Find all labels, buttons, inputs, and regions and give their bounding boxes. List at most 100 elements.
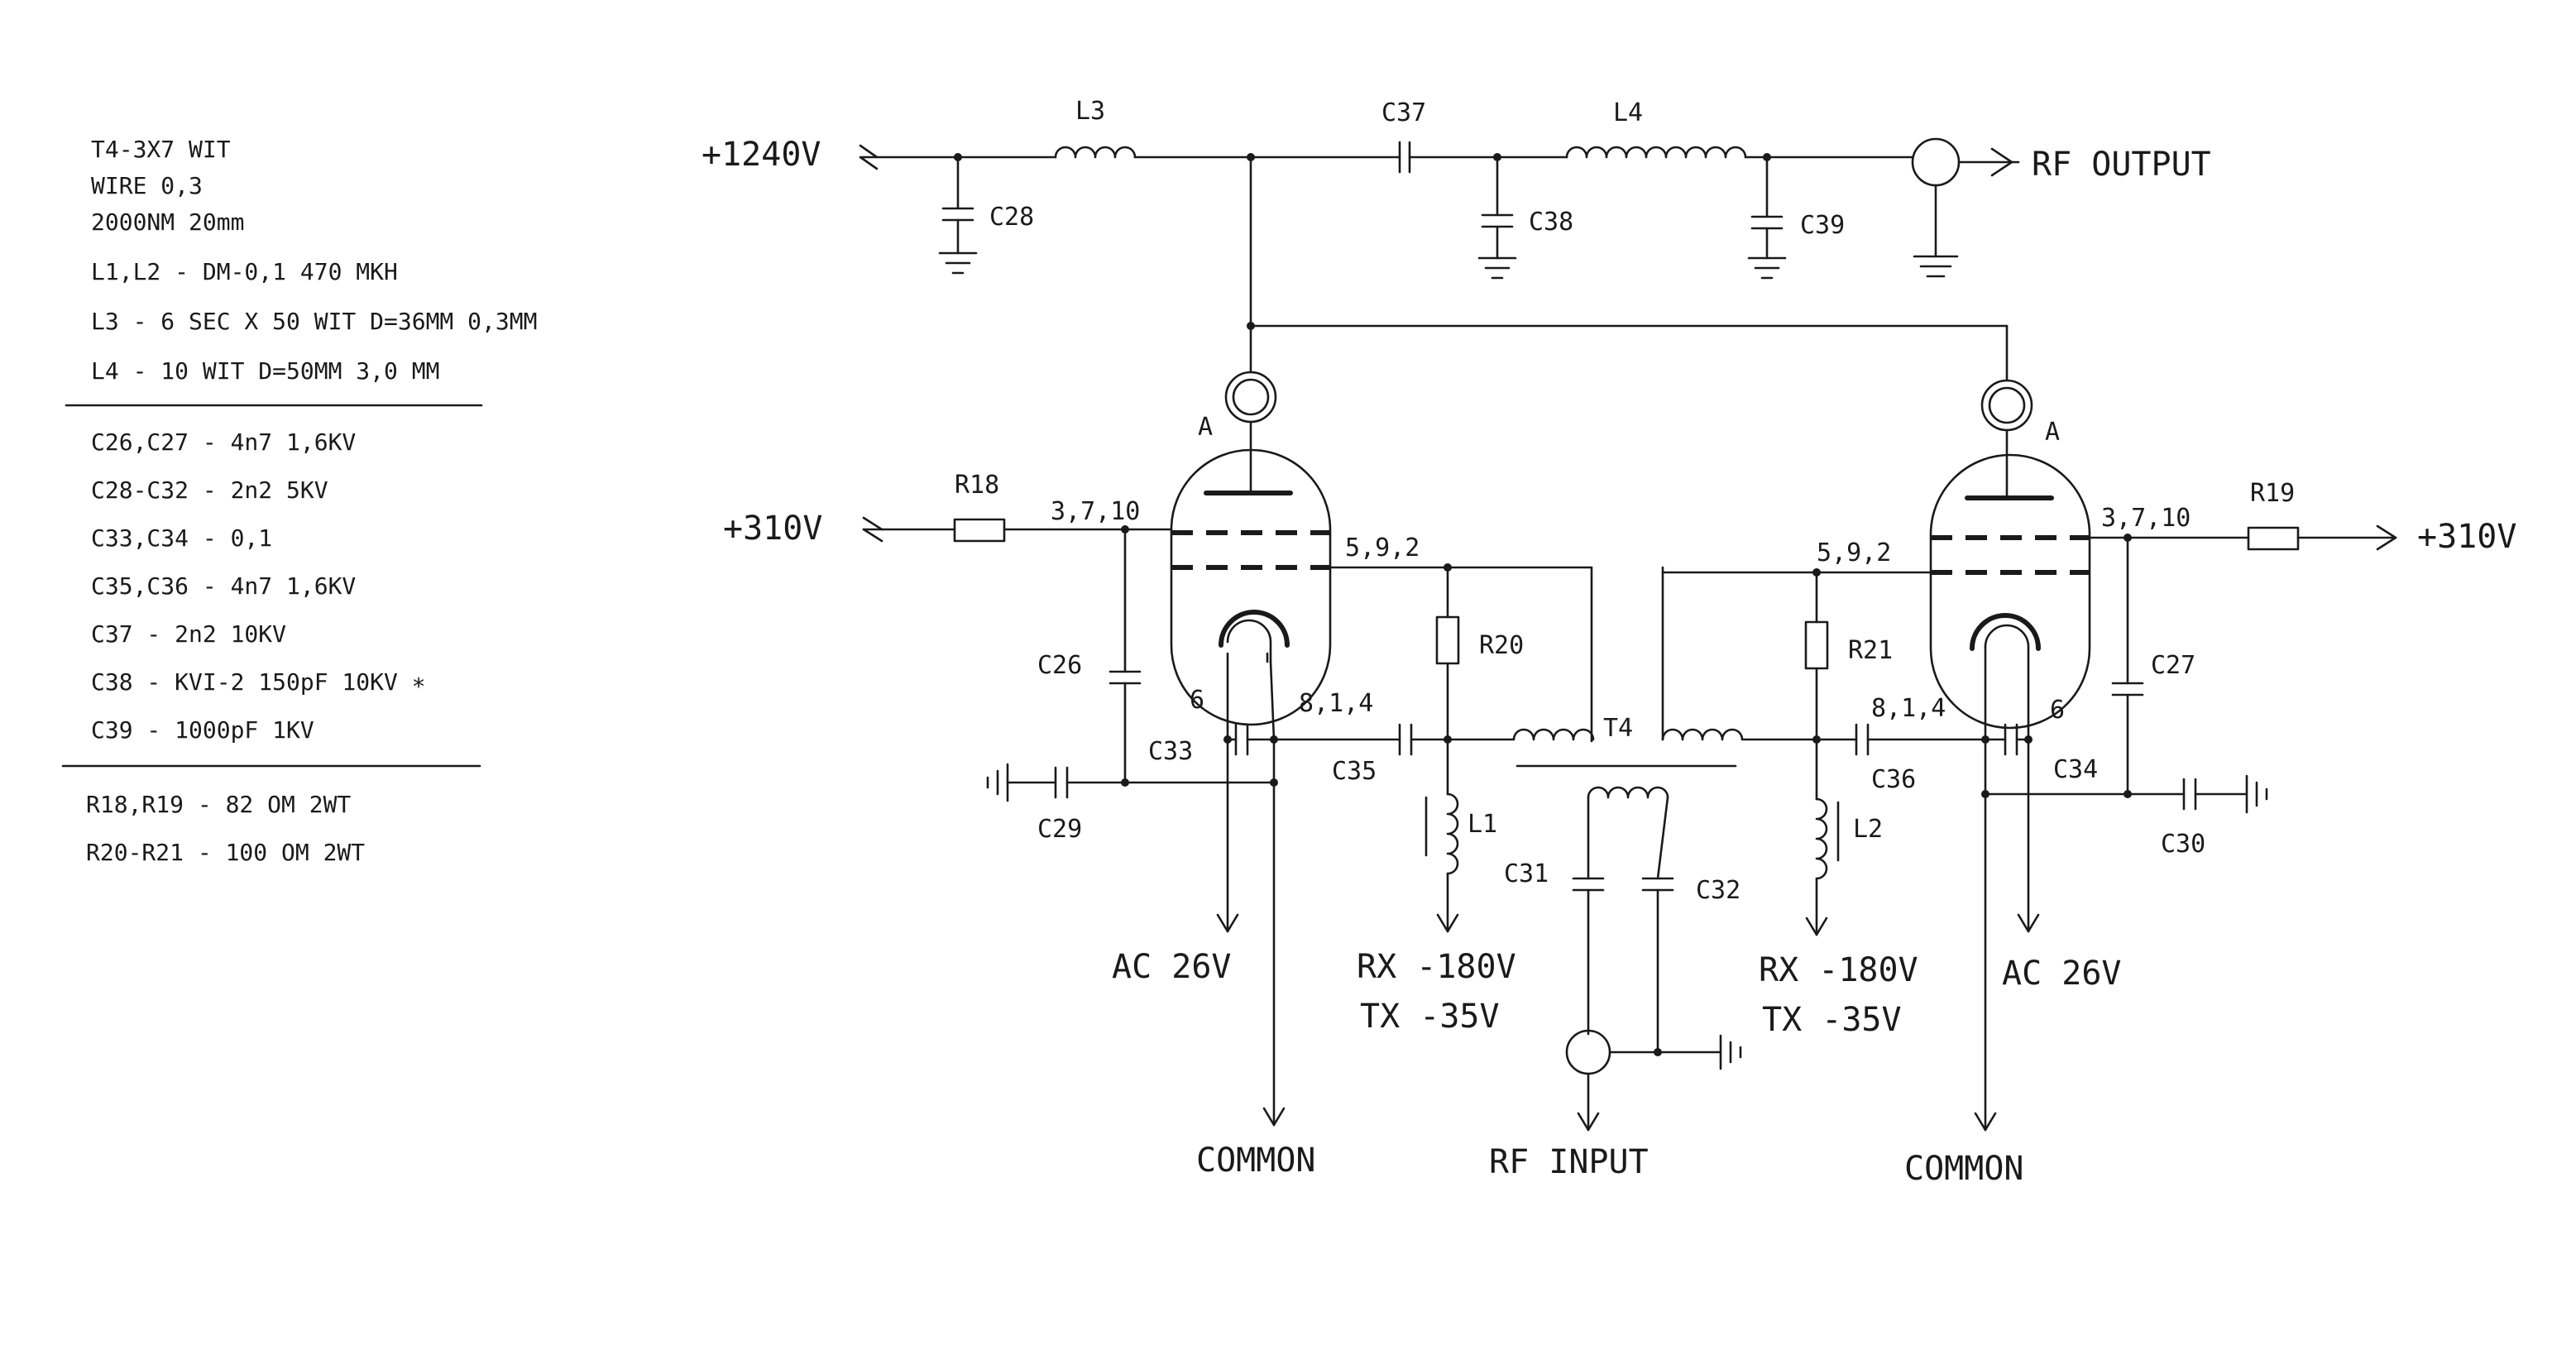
label-c37: C37 [1381,98,1426,127]
label-c32: C32 [1696,876,1740,905]
t4-primary-right [1661,728,1818,741]
note-line: C37 - 2n2 10KV [91,620,286,648]
output-network: +1240V L3 C37 L4 RF OUTPUT [701,97,2211,382]
note-line: L1,L2 - DM-0,1 470 MKH [91,258,398,285]
resistor-r19 [2247,526,2300,551]
label-l4: L4 [1613,98,1643,127]
label-c36: C36 [1871,765,1916,794]
note-line: C28-C32 - 2n2 5KV [91,476,328,504]
screen-voltage-right-label: +310V [2417,518,2516,556]
cathode-right [1970,613,2041,651]
inductor-l4 [1565,146,1747,159]
pin-label-cathode: 8,1,4 [1871,694,1946,723]
arrow-down-icon [1262,1107,1286,1127]
pin-label-screen: 3,7,10 [1051,497,1140,526]
note-line: T4-3X7 WIT [91,136,231,163]
note-line: C26,C27 - 4n7 1,6KV [91,428,356,456]
heater-left [1226,619,1272,663]
note-line: C33,C34 - 0,1 [91,524,272,552]
label-t4: T4 [1603,714,1633,743]
tube-envelope-left [1170,448,1332,726]
bias-right-tx-label: TX -35V [1762,1001,1902,1039]
resistor-r18 [953,518,1006,543]
label-r20: R20 [1479,631,1524,660]
input-transformer: T4 C31 C32 RF INPUT [1446,566,1818,1181]
junction-dot [1270,778,1278,787]
pin-label-anode: A [1198,413,1213,442]
pin-label-screen: 3,7,10 [2101,504,2191,533]
arrow-left-icon [862,516,883,543]
common-left-label: COMMON [1196,1142,1316,1180]
label-c34: C34 [2053,755,2098,784]
label-c27: C27 [2151,651,2195,680]
common-right-label: COMMON [1904,1150,2024,1188]
pin-label-heater: 6 [1190,686,1204,715]
t4-secondary [1587,786,1669,799]
hv-terminal-label: +1240V [701,136,821,174]
arrow-right-icon [2376,524,2397,551]
arrow-down-icon [1216,913,1239,933]
label-l3: L3 [1075,97,1105,126]
resistor-r21 [1804,620,1829,670]
heater-left-label: AC 26V [1112,948,1232,986]
note-line: 2000NM 20mm [91,208,244,236]
t4-primary-left [1446,728,1595,741]
label-r19: R19 [2250,479,2295,508]
label-c39: C39 [1800,211,1845,240]
arrow-down-icon [1436,913,1459,933]
pin-label-grid: 5,9,2 [1817,538,1891,567]
label-c28: C28 [989,203,1034,232]
note-line: R18,R19 - 82 OM 2WT [86,791,351,818]
pin-label-cathode: 8,1,4 [1299,689,1373,718]
pin-label-heater: 6 [2050,696,2065,725]
right-tube-stage: A 6 3,7,10 R19 +310V C27 C30 [1661,379,2516,1188]
pin-label-anode: A [2045,418,2060,447]
parts-list: T4-3X7 WIT WIRE 0,3 2000NM 20mm L1,L2 - … [61,136,537,866]
bias-left-rx-label: RX -180V [1357,948,1516,986]
pin-label-grid: 5,9,2 [1345,534,1420,562]
arrow-down-icon [2017,913,2040,933]
label-r21: R21 [1848,636,1893,665]
screen-voltage-left-label: +310V [723,510,822,548]
heater-right-label: AC 26V [2002,955,2122,993]
resistor-r20 [1435,615,1460,665]
note-line: WIRE 0,3 [91,172,203,199]
parasitic-suppressor-right [1988,386,2026,424]
parasitic-suppressor-left [1232,378,1270,416]
note-line: L3 - 6 SEC X 50 WIT D=36MM 0,3MM [91,308,537,335]
note-line: C38 - KVI-2 150pF 10KV ∗ [91,668,426,696]
arrow-down-icon [1974,1112,1997,1132]
arrow-down-icon [1577,1112,1600,1132]
coax-output-connector [1911,137,1961,187]
label-c29: C29 [1037,815,1082,844]
rf-input-label: RF INPUT [1489,1143,1649,1181]
tube-envelope-right [1929,453,2091,730]
label-l2: L2 [1853,815,1883,844]
note-line: L4 - 10 WIT D=50MM 3,0 MM [91,357,439,385]
label-c31: C31 [1504,859,1549,888]
note-line: C35,C36 - 4n7 1,6KV [91,572,356,600]
label-c38: C38 [1529,208,1573,237]
label-c33: C33 [1148,737,1193,766]
left-tube-stage: A 6 +310V R18 3,7,10 C26 C29 [723,371,1593,1180]
heater-left [1226,652,1269,730]
label-r18: R18 [955,471,999,500]
note-line: C39 - 1000pF 1KV [91,716,314,744]
cathode-left [1219,610,1290,648]
note-line: R20-R21 - 100 OM 2WT [86,839,365,866]
label-c26: C26 [1037,651,1082,680]
arrow-down-icon [1805,917,1828,936]
rf-output-label: RF OUTPUT [2032,146,2211,184]
inductor-l3 [1054,146,1137,159]
inductor-l1 [1446,792,1459,875]
wire [1656,796,1669,880]
inductor-l2 [1815,797,1828,880]
heater-right [1984,624,2030,730]
label-l1: L1 [1468,810,1497,839]
arrow-left-icon [859,144,879,170]
label-c35: C35 [1332,757,1377,786]
arrow-right-icon [1990,147,2013,177]
coax-input-connector [1565,1029,1611,1075]
